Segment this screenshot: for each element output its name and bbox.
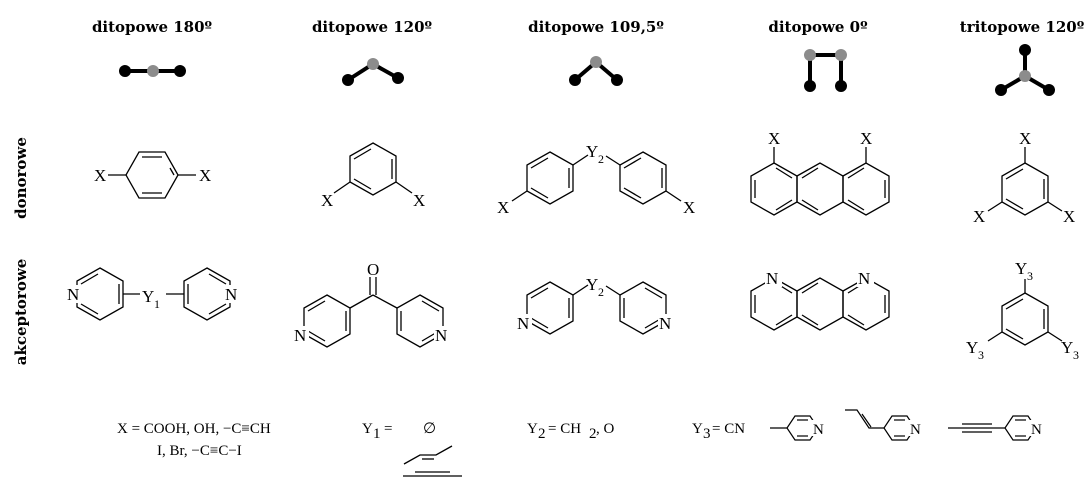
- legend-y2-sub2: 2: [589, 426, 597, 442]
- subscript: 1: [154, 297, 160, 311]
- node-end: [342, 74, 354, 86]
- atom-n: N: [1031, 422, 1042, 438]
- acceptor-diazaanthracene: [750, 277, 890, 331]
- atom-n: N: [294, 326, 306, 345]
- legend-pyridyl: [770, 415, 819, 441]
- atom-y: Y: [966, 338, 978, 357]
- header-tritopic-120: tritopowe 120º: [960, 18, 1085, 36]
- subscript: 3: [978, 348, 984, 362]
- legend: X = COOH, OH, −C≡CH I, Br, −C≡C−I Y 1 = …: [117, 409, 1043, 477]
- legend-y1-alkene: [403, 445, 453, 465]
- atom-x: X: [199, 166, 211, 185]
- atom-x: X: [413, 191, 425, 210]
- header-ditopic-180: ditopowe 180º: [92, 18, 213, 36]
- atom-x: X: [683, 198, 695, 217]
- atom-n: N: [517, 314, 529, 333]
- donor-para-benzene: [108, 151, 196, 199]
- atom-n: N: [813, 422, 824, 438]
- atom-x: X: [94, 166, 106, 185]
- atom-x: X: [973, 207, 985, 226]
- topology-trigonal-120: [995, 44, 1055, 96]
- topology-linear-180: [119, 65, 186, 77]
- node-end: [392, 72, 404, 84]
- legend-x-line1: X = COOH, OH, −C≡CH: [117, 421, 271, 437]
- atom-n: N: [858, 269, 870, 288]
- atom-y: Y: [586, 142, 598, 161]
- legend-ethynylpyridyl: [948, 415, 1037, 441]
- subscript: 2: [598, 285, 604, 299]
- header-ditopic-120: ditopowe 120º: [312, 18, 433, 36]
- atom-y: Y: [1015, 259, 1027, 278]
- atom-n: N: [435, 326, 447, 345]
- node-center: [367, 58, 379, 70]
- atom-x: X: [860, 129, 872, 148]
- node-end: [1043, 84, 1055, 96]
- atom-y: Y: [1061, 338, 1073, 357]
- subscript: 3: [1073, 348, 1079, 362]
- legend-y1-sub: 1: [373, 426, 381, 442]
- node-center: [1019, 70, 1031, 82]
- node-center: [590, 56, 602, 68]
- row-label-donor: donorowe: [12, 137, 30, 219]
- atom-n: N: [910, 422, 921, 438]
- atom-o: O: [367, 260, 379, 279]
- legend-y3-rest: = CN: [712, 421, 745, 437]
- node-center: [835, 49, 847, 61]
- node-center: [804, 49, 816, 61]
- legend-y2-rest: = CH: [548, 421, 581, 437]
- topology-bent-109: [569, 56, 623, 86]
- topology-parallel-0: [804, 49, 847, 92]
- header-ditopic-109: ditopowe 109,5º: [528, 18, 664, 36]
- legend-x-line2: I, Br, −C≡C−I: [157, 443, 242, 459]
- node-end: [174, 65, 186, 77]
- atom-x: X: [768, 129, 780, 148]
- atom-x: X: [1019, 129, 1031, 148]
- node-end: [1019, 44, 1031, 56]
- atom-x: X: [497, 198, 509, 217]
- atom-y: Y: [586, 275, 598, 294]
- atom-y: Y: [142, 287, 154, 306]
- atom-n: N: [659, 314, 671, 333]
- atom-n: N: [67, 285, 79, 304]
- acceptor-bipyridyl-y1: [76, 267, 231, 321]
- acceptor-tri-benzene-y3: [987, 279, 1063, 346]
- legend-y2-sub: 2: [538, 426, 546, 442]
- donor-meta-benzene: [333, 142, 413, 196]
- node-end: [611, 74, 623, 86]
- donor-diphenyl-y2: [511, 151, 682, 205]
- legend-y1-empty: ∅: [423, 421, 436, 437]
- legend-y2-label: Y: [527, 421, 538, 437]
- node-end: [995, 84, 1007, 96]
- node-end: [804, 80, 816, 92]
- atom-x: X: [1063, 207, 1075, 226]
- legend-vinylpyridyl: [845, 409, 916, 441]
- legend-y1-label: Y: [362, 421, 373, 437]
- legend-y3-label: Y: [692, 421, 703, 437]
- atom-n: N: [766, 269, 778, 288]
- acceptor-dipyridyl-ketone: [303, 277, 444, 348]
- row-label-acceptor: akceptorowe: [12, 259, 30, 366]
- topology-bent-120: [342, 58, 404, 86]
- header-ditopic-0: ditopowe 0º: [768, 18, 868, 36]
- node-end: [569, 74, 581, 86]
- legend-y3-sub: 3: [703, 426, 711, 442]
- node-center: [147, 65, 159, 77]
- node-end: [835, 80, 847, 92]
- atom-n: N: [225, 285, 237, 304]
- donor-anthracene: [750, 147, 890, 216]
- subscript: 3: [1027, 269, 1033, 283]
- subscript: 2: [598, 152, 604, 166]
- legend-y2-tail: , O: [596, 421, 615, 437]
- donor-tri-benzene: [987, 147, 1063, 216]
- legend-y1-eq: =: [384, 421, 392, 437]
- node-end: [119, 65, 131, 77]
- atom-x: X: [321, 191, 333, 210]
